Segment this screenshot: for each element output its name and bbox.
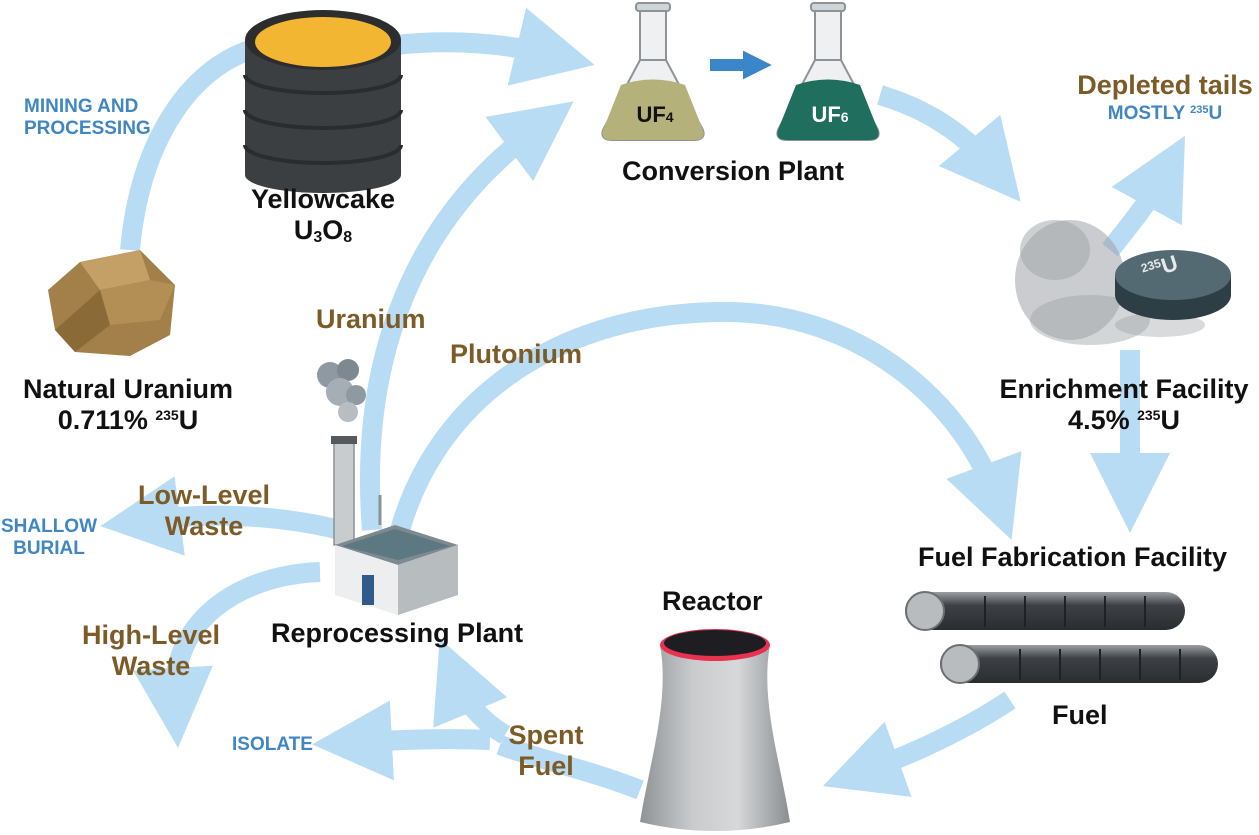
spent-fuel-label: Spent Fuel — [508, 720, 584, 782]
uf4-label: UF4 — [636, 102, 674, 127]
arrow-to-depleted — [1102, 135, 1185, 257]
enrichment-facility-label: Enrichment Facility 4.5% 235U — [999, 374, 1249, 436]
arrow-plutonium-recycle — [390, 301, 1022, 541]
uf6-flask-icon — [776, 2, 880, 141]
plutonium-label: Plutonium — [450, 339, 582, 369]
arrow-fuel-to-reactor — [822, 691, 1016, 797]
reactor-label: Reactor — [662, 586, 763, 616]
uranium-label: Uranium — [316, 304, 426, 334]
fuel-fabrication-label: Fuel Fabrication Facility — [918, 542, 1228, 572]
fuel-rod-icon — [940, 644, 1218, 684]
isolate-label: ISOLATE — [232, 734, 313, 755]
high-level-waste-label: High-Level Waste — [81, 620, 221, 682]
natural-uranium-label: Natural Uranium 0.711% 235U — [22, 374, 234, 436]
uf6-label: UF6 — [811, 102, 849, 127]
yellowcake-drum-icon — [243, 10, 403, 193]
arrow-spent-to-isolate — [312, 700, 491, 781]
u235-disc-icon — [1115, 250, 1231, 320]
fuel-label: Fuel — [1052, 700, 1108, 730]
arrow-conversion-to-enrichment — [877, 85, 1021, 202]
conversion-plant-label: Conversion Plant — [622, 156, 845, 186]
arrow-spent-to-reprocessing — [433, 638, 511, 744]
arrow-high-level — [133, 562, 321, 748]
mining-processing-label: MINING AND PROCESSING — [24, 96, 151, 139]
shallow-burial-label: SHALLOW BURIAL — [0, 516, 98, 559]
depleted-tails-label: Depleted tails MOSTLY 235U — [1077, 70, 1253, 125]
low-level-waste-label: Low-Level Waste — [137, 480, 271, 542]
arrow-mining — [120, 40, 254, 251]
cooling-tower-icon — [640, 629, 790, 831]
uf4-flask-icon — [601, 2, 705, 141]
fuel-rod-icon — [905, 591, 1185, 631]
cycle-arrows — [100, 7, 1185, 800]
reprocessing-plant-icon — [317, 359, 458, 615]
uranium-ore-icon — [48, 250, 175, 356]
reprocessing-plant-label: Reprocessing Plant — [271, 618, 524, 648]
arrow-yellowcake-to-conversion — [393, 7, 595, 86]
arrow-uranium-recycle — [360, 101, 574, 531]
arrow-low-level — [100, 476, 343, 556]
yellowcake-label: Yellowcake U3O8 — [250, 184, 396, 247]
enrichment-powder-icon — [1015, 220, 1205, 345]
arrow-reactor-to-spent — [496, 735, 644, 800]
